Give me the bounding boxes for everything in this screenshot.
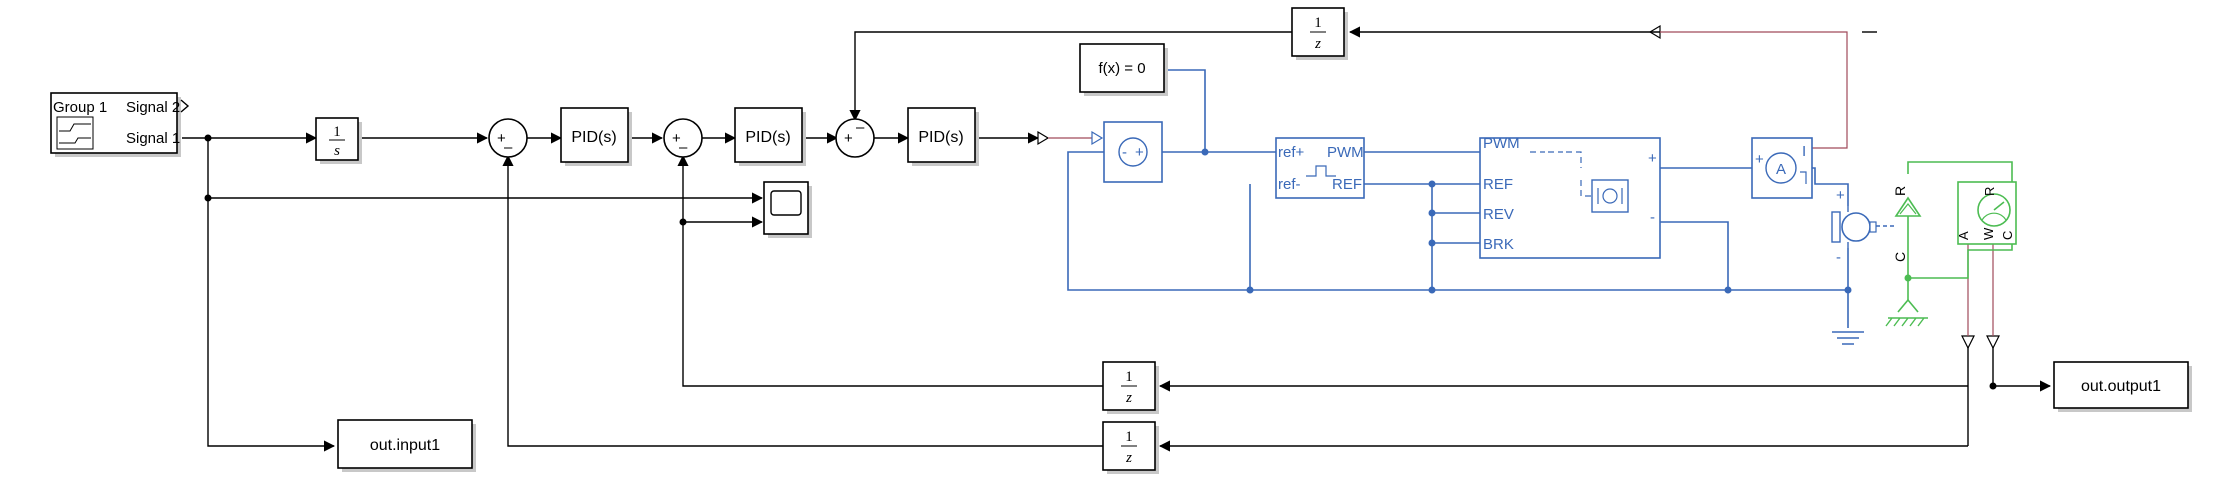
pid-controller-3[interactable]: PID(s) xyxy=(907,107,979,166)
motion-sensor-block[interactable]: R A W C xyxy=(1956,181,2017,245)
hbridge-minus: - xyxy=(1650,209,1655,226)
unit-delay-bottom[interactable]: 1 z xyxy=(1102,421,1159,474)
delay-mid-numerator: 1 xyxy=(1125,369,1133,385)
ammeter-symbol: A xyxy=(1776,161,1786,178)
hbridge-port-ref: REF xyxy=(1483,176,1513,193)
sum3-sign-minus: – xyxy=(856,119,865,136)
hbridge-plus: + xyxy=(1648,150,1657,167)
sum-block-2[interactable]: + – xyxy=(663,118,703,158)
sum1-sign-minus: – xyxy=(504,139,513,156)
ammeter-port-i: I xyxy=(1802,143,1806,160)
signal-builder-port-signal2: Signal 2 xyxy=(126,99,180,116)
svg-text:+: + xyxy=(1135,144,1144,161)
integrator-denominator: s xyxy=(334,143,340,159)
hbridge-port-rev: REV xyxy=(1483,206,1514,223)
hbridge-port-pwm: PWM xyxy=(1483,135,1520,152)
rotational-sensor-block[interactable]: R C xyxy=(1892,186,1922,262)
current-sensor-block[interactable]: A + I xyxy=(1751,137,1813,199)
pwm-port-ref-plus: ref+ xyxy=(1278,144,1305,161)
to-workspace-output-block[interactable]: out.output1 xyxy=(2053,361,2192,412)
motion-sensor-c: C xyxy=(2000,231,2015,240)
sum3-sign-plus: + xyxy=(844,130,853,147)
solver-label: f(x) = 0 xyxy=(1098,60,1145,77)
voltage-source-block[interactable]: - + xyxy=(1103,121,1163,183)
h-bridge-block[interactable]: PWM REF REV BRK + - xyxy=(1479,135,1661,259)
pid3-label: PID(s) xyxy=(918,129,963,146)
pid1-label: PID(s) xyxy=(571,129,616,146)
out-output-label: out.output1 xyxy=(2081,378,2161,395)
rot-sensor-r: R xyxy=(1892,186,1908,196)
sum1-sign-plus: + xyxy=(497,130,506,147)
motor-plus: + xyxy=(1836,187,1845,204)
pwm-port-pwm: PWM xyxy=(1327,144,1364,161)
pwm-port-ref: REF xyxy=(1332,176,1362,193)
pid-controller-2[interactable]: PID(s) xyxy=(734,107,806,166)
sum2-sign-plus: + xyxy=(672,130,681,147)
signal-wires xyxy=(182,24,2052,452)
signal-builder-block[interactable]: Group 1 Signal 2 Signal 1 xyxy=(50,92,190,157)
solver-configuration-block[interactable]: f(x) = 0 xyxy=(1079,43,1168,96)
electrical-wires xyxy=(1067,69,1864,345)
motion-sensor-w: W xyxy=(1981,227,1996,240)
to-workspace-input-block[interactable]: out.input1 xyxy=(337,419,476,472)
motor-minus: - xyxy=(1836,249,1841,266)
hbridge-port-brk: BRK xyxy=(1483,236,1514,253)
sum-block-3[interactable]: + – xyxy=(835,118,875,158)
signal-builder-title: Group 1 xyxy=(53,99,107,116)
unit-delay-top[interactable]: 1 z xyxy=(1291,7,1348,60)
scope-block[interactable] xyxy=(763,181,812,238)
out-input-label: out.input1 xyxy=(370,437,440,454)
unit-delay-mid[interactable]: 1 z xyxy=(1102,361,1159,414)
integrator-block[interactable]: 1 s xyxy=(315,117,362,164)
sum2-sign-minus: – xyxy=(679,139,688,156)
mechanical-wires xyxy=(1876,161,2013,327)
dc-motor-block[interactable]: + - xyxy=(1831,187,1877,266)
delay-mid-denominator: z xyxy=(1125,390,1132,406)
delay-bottom-denominator: z xyxy=(1125,450,1132,466)
delay-top-denominator: z xyxy=(1314,36,1321,52)
rot-sensor-c: C xyxy=(1892,252,1908,262)
delay-top-numerator: 1 xyxy=(1314,15,1322,31)
motion-sensor-r: R xyxy=(1982,187,1997,196)
integrator-numerator: 1 xyxy=(333,124,341,140)
pwm-port-ref-minus: ref- xyxy=(1278,176,1301,193)
sum-block-1[interactable]: + – xyxy=(488,118,528,158)
delay-bottom-numerator: 1 xyxy=(1125,429,1133,445)
motion-sensor-a: A xyxy=(1956,231,1971,240)
pid2-label: PID(s) xyxy=(745,129,790,146)
pwm-block[interactable]: ref+ ref- PWM REF xyxy=(1275,137,1365,199)
pid-controller-1[interactable]: PID(s) xyxy=(560,107,632,166)
ammeter-plus: + xyxy=(1755,151,1764,168)
signal-builder-port-signal1: Signal 1 xyxy=(126,130,180,147)
svg-text:-: - xyxy=(1122,144,1127,161)
